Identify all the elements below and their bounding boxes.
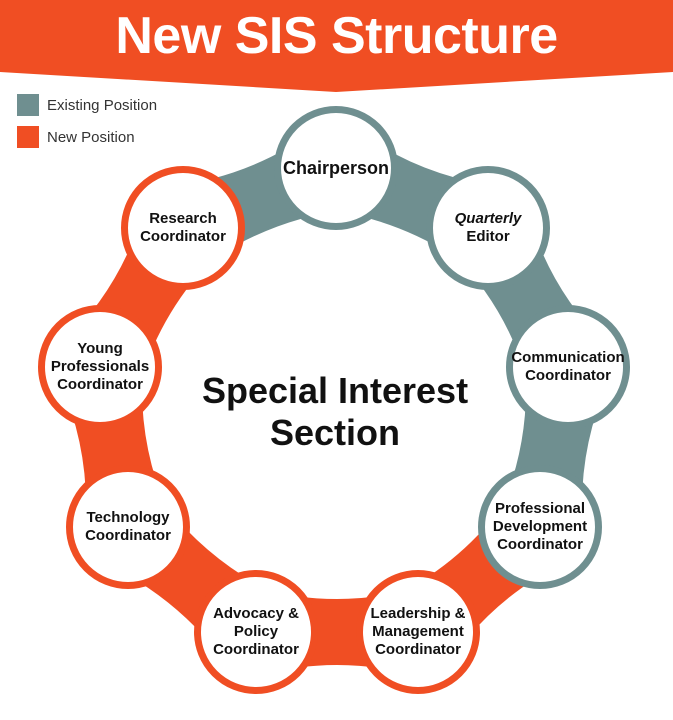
position-label-line: Chairperson xyxy=(282,158,390,178)
center-line-2: Section xyxy=(269,412,401,453)
position-circle-4 xyxy=(356,570,480,694)
legend-label: New Position xyxy=(47,128,135,146)
legend-new: New Position xyxy=(17,126,135,148)
position-label-line: Coordinator xyxy=(140,228,226,245)
position-label-line: Coordinator xyxy=(375,641,461,658)
position-label-line: Leadership & xyxy=(370,605,466,622)
position-label-line: Coordinator xyxy=(213,641,299,658)
position-label-line: Professional xyxy=(494,500,586,517)
center-line-1: Special Interest xyxy=(201,370,469,411)
position-circle-3 xyxy=(478,465,602,589)
position-label-line: Research xyxy=(149,210,217,227)
position-circle-0 xyxy=(274,106,398,230)
title-banner xyxy=(0,0,673,92)
position-label-line: Communication xyxy=(511,349,625,366)
position-label-line: Coordinator xyxy=(497,536,583,553)
legend-swatch-existing xyxy=(17,94,39,116)
position-label-line: Quarterly xyxy=(454,210,522,227)
position-label-line: Young xyxy=(77,340,123,357)
position-label-line: Coordinator xyxy=(85,527,171,544)
position-label-line: Development xyxy=(492,518,588,535)
position-circle-6 xyxy=(66,465,190,589)
position-circle-7 xyxy=(38,305,162,429)
center-label: Special Interest Section xyxy=(175,370,495,454)
legend-existing: Existing Position xyxy=(17,94,157,116)
position-label: Chairperson xyxy=(276,159,396,177)
position-circle-5 xyxy=(194,570,318,694)
position-label-line: Professionals xyxy=(50,358,150,375)
position-label-line: Advocacy & xyxy=(213,605,299,622)
position-label-line: Policy xyxy=(233,623,279,640)
position-circle-1 xyxy=(426,166,550,290)
position-label-line: Coordinator xyxy=(57,376,143,393)
position-label-line: Editor xyxy=(466,228,510,245)
legend-label: Existing Position xyxy=(47,96,158,114)
position-label-line: Coordinator xyxy=(525,367,611,384)
position-circle-2 xyxy=(506,305,630,429)
position-label-line: Technology xyxy=(86,509,170,526)
position-circle-8 xyxy=(121,166,245,290)
position-label-line: Management xyxy=(372,623,464,640)
legend-swatch-new xyxy=(17,126,39,148)
page-title: New SIS Structure xyxy=(115,7,558,65)
